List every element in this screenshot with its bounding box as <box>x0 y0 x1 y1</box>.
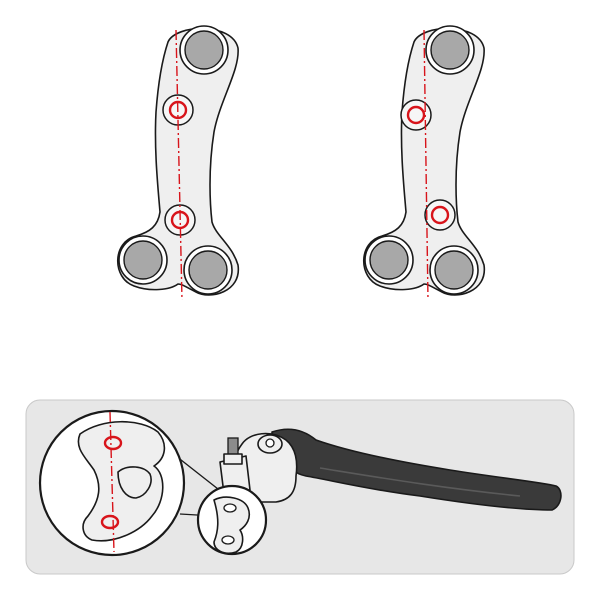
large-marker-top <box>103 435 123 451</box>
bore-lower-right-inner <box>188 250 228 290</box>
axis-line <box>175 29 183 301</box>
lever-highlight <box>319 467 521 497</box>
large-clamp-notch <box>117 466 152 499</box>
adjuster-nut <box>223 453 243 465</box>
bracket-body <box>116 27 239 296</box>
mount-hole-upper <box>400 99 432 131</box>
mount-hole-lower <box>424 199 456 231</box>
bore-lower-left-inner <box>369 240 409 280</box>
bore-top-inner <box>430 30 470 70</box>
bore-lower-right-inner <box>434 250 474 290</box>
bracket-body <box>362 27 485 296</box>
bracket-centered-holes <box>116 25 239 301</box>
small-clamp-hole-bottom <box>221 535 235 545</box>
marker-ring-lower <box>430 205 450 225</box>
marker-ring-upper <box>406 105 426 125</box>
large-marker-bottom <box>100 514 120 530</box>
large-axis-line <box>109 411 115 553</box>
bracket-offset-holes <box>362 25 485 301</box>
small-clamp-hole-top <box>223 503 237 513</box>
axis-line <box>423 29 429 301</box>
pivot-hole <box>265 438 275 448</box>
bore-top-inner <box>184 30 224 70</box>
lever-panel <box>25 399 575 575</box>
bore-lower-left-inner <box>123 240 163 280</box>
